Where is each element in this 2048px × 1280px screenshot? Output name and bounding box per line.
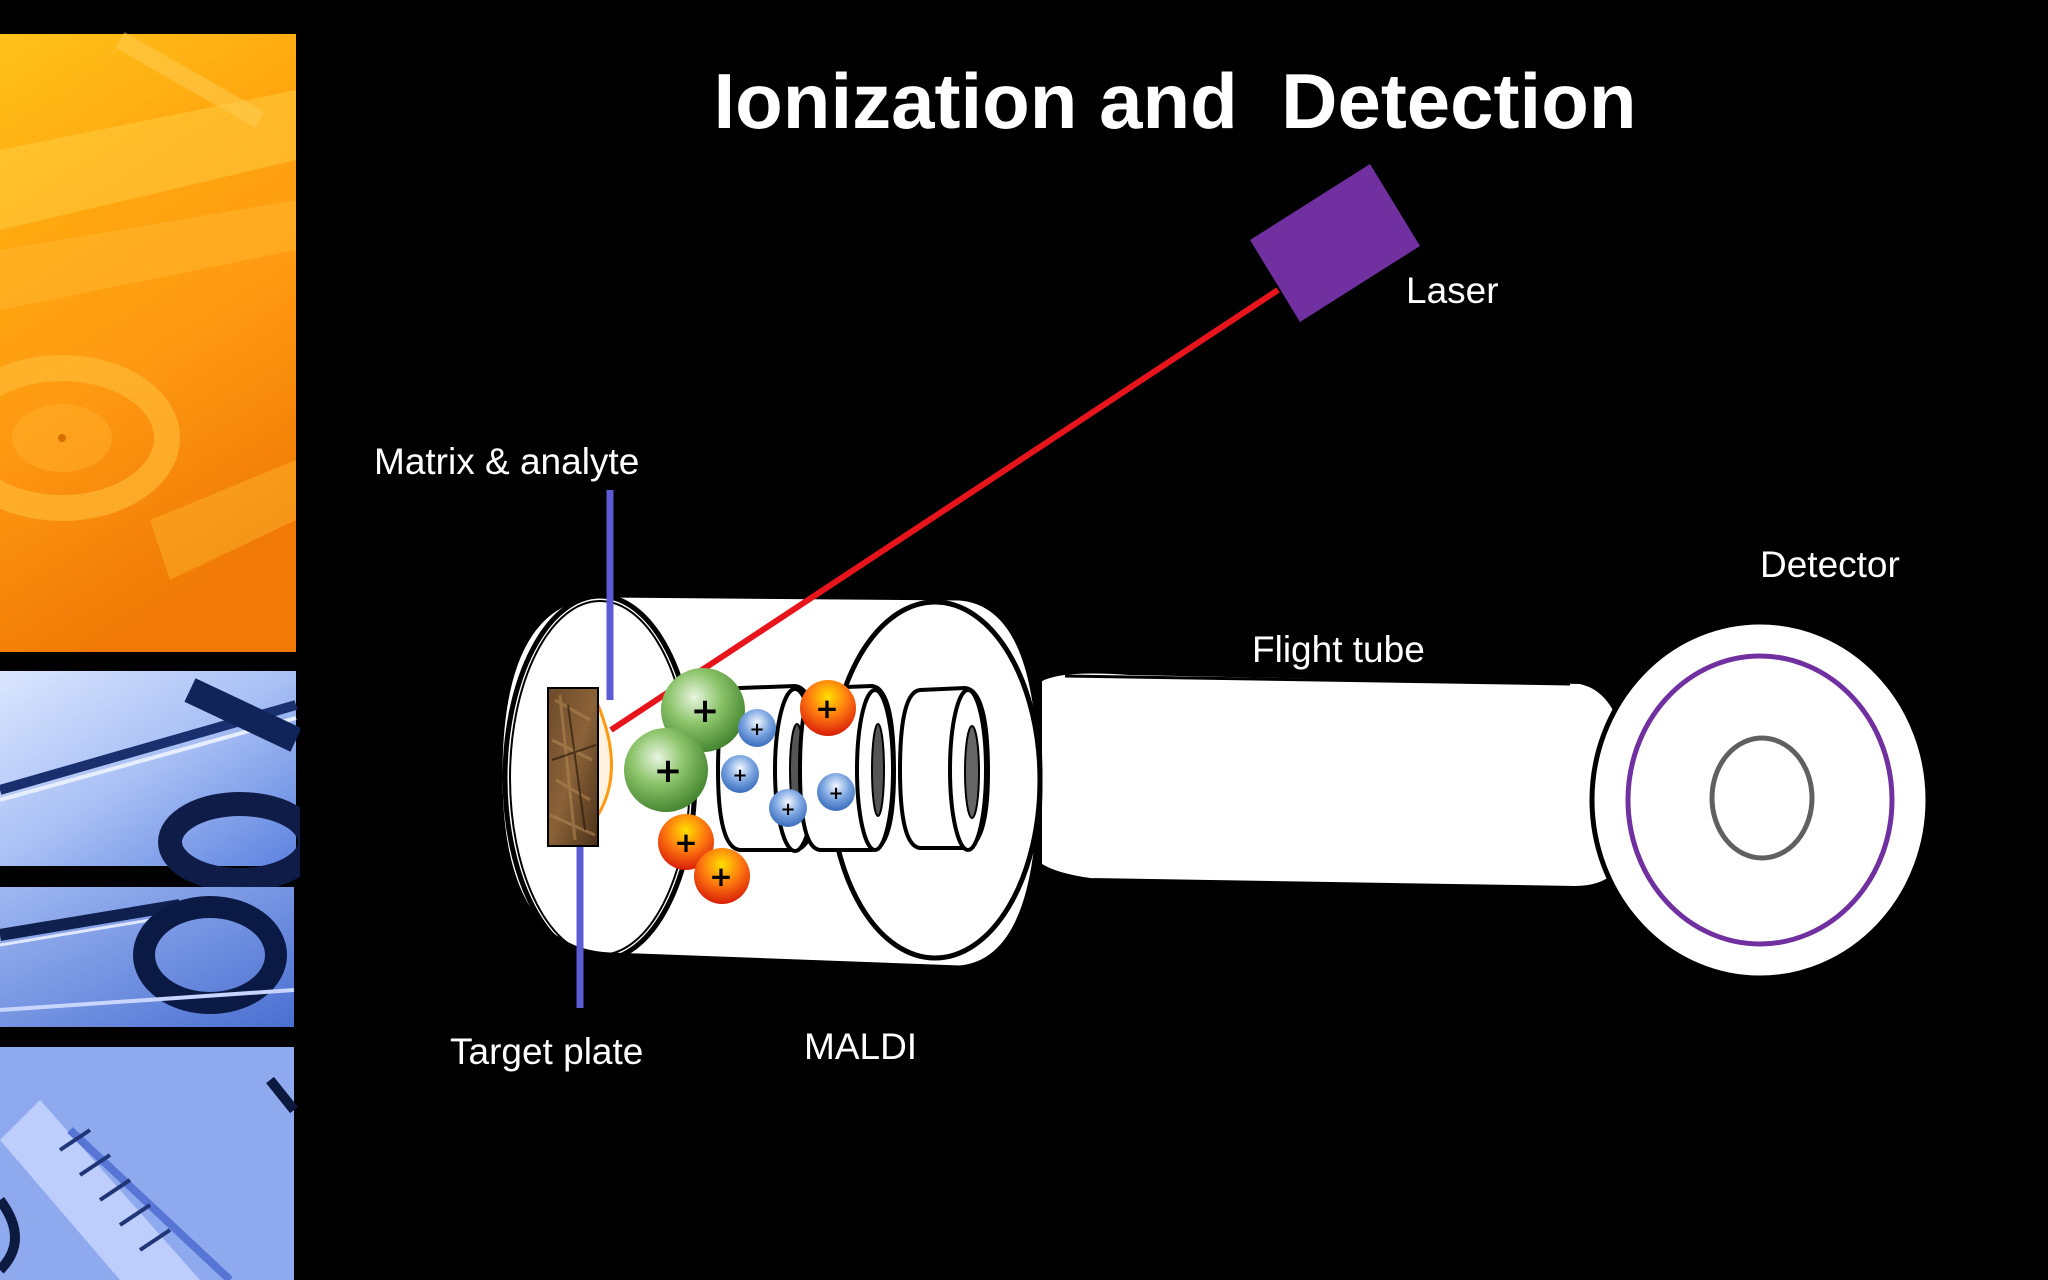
ion-charge: + — [732, 765, 747, 786]
ion-charge: + — [815, 692, 838, 725]
orange-stethoscope-photo — [0, 32, 296, 652]
matrix-analyte-label: Matrix & analyte — [374, 441, 640, 482]
target-plate-label: Target plate — [450, 1031, 644, 1072]
blue-ion: + — [738, 709, 776, 747]
ion-charge: + — [709, 860, 732, 893]
ion-charge: + — [828, 783, 843, 804]
detector — [1589, 619, 1931, 981]
laser-source — [1250, 164, 1420, 322]
orange-ion: + — [694, 848, 750, 904]
acceleration-lens — [797, 683, 897, 852]
ion-charge: + — [749, 719, 764, 740]
laser-label: Laser — [1406, 270, 1499, 311]
ion-charge: + — [691, 691, 720, 731]
maldi-label: MALDI — [804, 1026, 918, 1067]
flight-tube — [1038, 669, 1632, 891]
matrix-analyte-spot — [596, 704, 613, 816]
blue-syringe-photo — [0, 1047, 298, 1280]
blue-ion: + — [721, 755, 759, 793]
target-plate — [547, 687, 599, 847]
detector-core — [1709, 735, 1815, 861]
ion-charge: + — [780, 799, 795, 820]
ion-charge: + — [674, 826, 697, 859]
focusing-lens — [897, 685, 991, 852]
orange-ion: + — [658, 814, 714, 870]
orange-ion: + — [800, 680, 856, 736]
ion-charge: + — [654, 751, 683, 791]
slide-title: Ionization and Detection — [713, 57, 1637, 145]
flight-tube-label: Flight tube — [1252, 629, 1425, 670]
blue-ion: + — [817, 773, 855, 811]
sidebar-photo-strip — [0, 32, 300, 1280]
blue-stethoscope-closeup-photo — [0, 887, 295, 1027]
green-ion: + — [624, 728, 708, 812]
green-ion: + — [661, 668, 745, 752]
detector-ring — [1625, 653, 1895, 947]
blue-stethoscope-photo — [0, 671, 300, 892]
detector-label: Detector — [1760, 544, 1900, 585]
blue-ion: + — [769, 789, 807, 827]
ion-cloud: + + + + + + + — [624, 668, 856, 904]
laser-beam — [609, 287, 1280, 733]
